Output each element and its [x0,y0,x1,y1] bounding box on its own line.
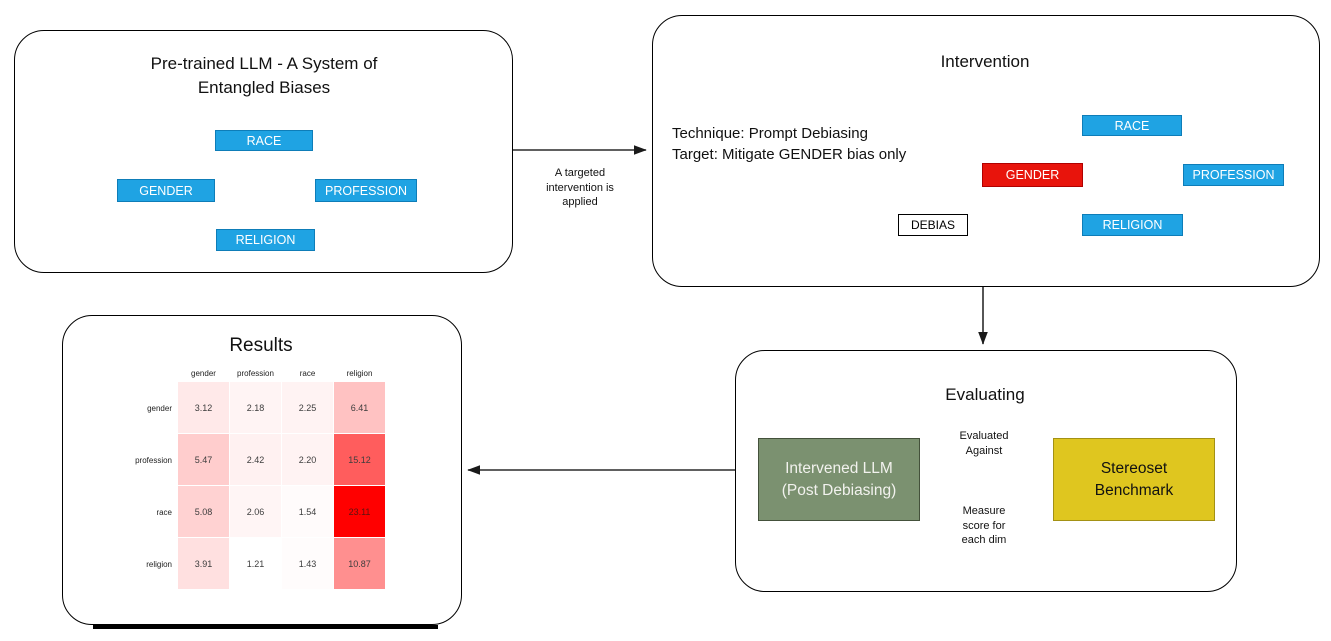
heatmap-col-label: gender [191,369,216,378]
heatmap-cell: 2.25 [282,382,333,433]
node-debias: DEBIAS [898,214,968,236]
node-religion: RELIGION [216,229,315,251]
intervention-panel [652,15,1320,287]
heatmap-row-label: gender [147,404,172,413]
heatmap-cell: 2.18 [230,382,281,433]
heatmap-row-label: race [156,508,172,517]
stereoset-benchmark-box: Stereoset Benchmark [1053,438,1215,521]
node-gender: GENDER [117,179,215,202]
evaluating-panel-title: Evaluating [945,385,1025,404]
heatmap-row-label: religion [146,560,172,569]
heatmap-cell: 1.21 [230,538,281,589]
node-race-2: RACE [1082,115,1182,136]
node-profession: PROFESSION [315,179,417,202]
heatmap-col-label: profession [237,369,274,378]
intervention-panel-title: Intervention [940,52,1030,71]
technique-target-text: Technique: Prompt Debiasing Target: Miti… [672,125,907,163]
results-panel-title: Results [229,335,293,356]
node-profession-2: PROFESSION [1183,164,1284,186]
heatmap-cell: 3.91 [178,538,229,589]
heatmap-col-label: race [299,369,316,378]
heatmap-row-label: profession [135,456,172,465]
node-race: RACE [215,130,313,151]
measure-score-label: Measure score for each dim [961,505,1007,546]
evaluated-against-label: Evaluated Against [959,430,1009,457]
heatmap-cell: 5.08 [178,486,229,537]
heatmap-cell: 2.06 [230,486,281,537]
heatmap-cell: 1.54 [282,486,333,537]
heatmap-cell: 2.20 [282,434,333,485]
heatmap-cell: 3.12 [178,382,229,433]
connector-label: A targeted intervention is applied [546,167,614,208]
pretrained-panel-title: Pre-trained LLM - A System of Entangled … [150,54,378,97]
heatmap-cell: 5.47 [178,434,229,485]
heatmap-cell: 2.42 [230,434,281,485]
heatmap-cell: 1.43 [282,538,333,589]
heatmap-cell: 10.87 [334,538,385,589]
node-gender-2: GENDER [982,163,1083,187]
node-religion-2: RELIGION [1082,214,1183,236]
heatmap-cell: 23.11 [334,486,385,537]
cutoff-element [93,625,438,629]
heatmap-cell: 15.12 [334,434,385,485]
heatmap-cell: 6.41 [334,382,385,433]
heatmap-col-label: religion [346,369,373,378]
intervened-llm-box: Intervened LLM (Post Debiasing) [758,438,920,521]
